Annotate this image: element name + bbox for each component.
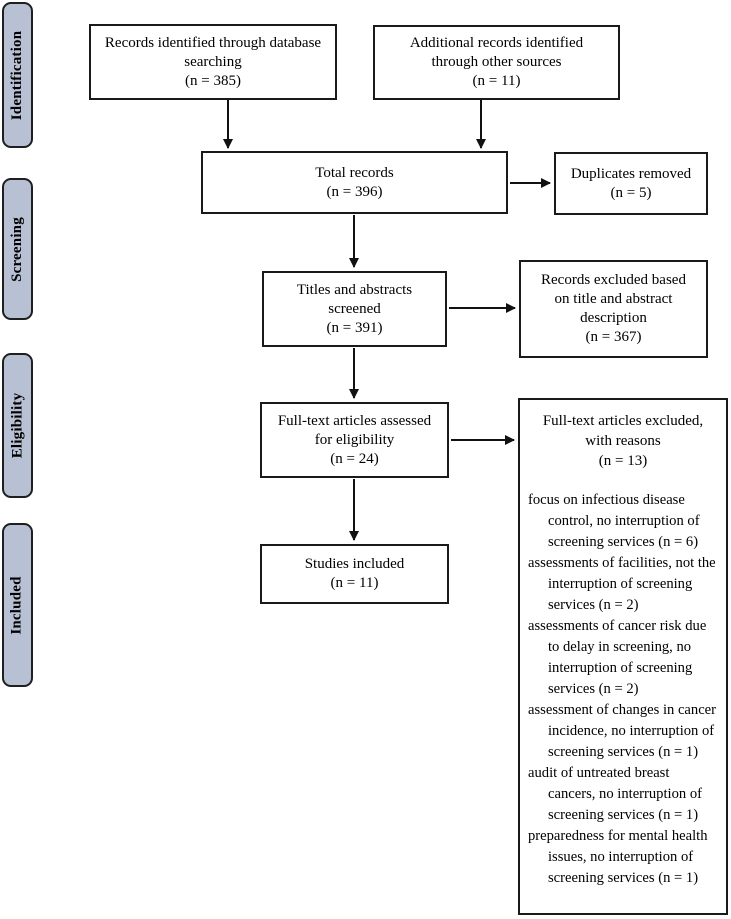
count-line: (n = 396)	[326, 183, 383, 200]
count-line: (n = 391)	[326, 319, 383, 336]
box-titles-abstracts-screened: Titles and abstracts screened (n = 391)	[262, 271, 447, 347]
box-duplicates-removed: Duplicates removed (n = 5)	[554, 152, 708, 215]
count-line: (n = 11)	[472, 73, 521, 89]
box-records-excluded-title-abstract: Records excluded based on title and abst…	[519, 260, 708, 358]
text-line: description	[580, 310, 647, 326]
text-line: on title and abstract	[554, 291, 673, 307]
stage-label: Identification	[9, 30, 25, 120]
text-line: Total records	[315, 164, 394, 181]
exclusion-reason: assessments of cancer risk due to delay …	[528, 618, 707, 697]
exclusion-reason: audit of untreated breast cancers, no in…	[528, 765, 702, 823]
exclusion-reason: assessment of changes in cancer incidenc…	[528, 702, 717, 760]
box-records-other-sources: Additional records identified through ot…	[373, 25, 620, 100]
stage-included: Included	[2, 523, 33, 687]
stage-screening: Screening	[2, 178, 33, 320]
stage-label: Included	[9, 575, 26, 635]
text-line: for eligibility	[314, 431, 395, 448]
box-fulltext-assessed: Full-text articles assessed for eligibil…	[260, 402, 449, 478]
text-line: Records identified through database	[104, 34, 322, 51]
text-line: searching	[184, 53, 242, 70]
text-line: Full-text articles excluded,	[542, 413, 704, 429]
count-line: (n = 13)	[598, 453, 648, 469]
box-total-records: Total records (n = 396)	[201, 151, 508, 214]
exclusion-reason-list: focus on infectious disease control, no …	[520, 471, 726, 889]
text-line: screened	[328, 300, 381, 317]
box-studies-included: Studies included (n = 11)	[260, 544, 449, 604]
box-records-database: Records identified through database sear…	[89, 24, 337, 100]
text-line: Full-text articles assessed	[277, 412, 432, 429]
exclusion-reason: preparedness for mental health issues, n…	[528, 828, 708, 886]
text-line: Additional records identified	[409, 35, 584, 51]
exclusion-reason: focus on infectious disease control, no …	[528, 492, 700, 550]
count-line: (n = 385)	[185, 72, 241, 89]
text-line: with reasons	[585, 433, 661, 449]
count-line: (n = 24)	[330, 450, 379, 467]
exclusion-reason: assessments of facilities, not the inter…	[528, 555, 716, 613]
text-line: Records excluded based	[541, 272, 686, 288]
stage-label: Screening	[9, 216, 26, 282]
excluded-header: Full-text articles excluded, with reason…	[520, 400, 726, 471]
count-line: (n = 367)	[585, 329, 642, 345]
stage-eligibility: Eligibility	[2, 353, 33, 498]
text-line: Titles and abstracts	[296, 281, 413, 298]
stage-identification: Identification	[2, 2, 33, 148]
count-line: (n = 5)	[610, 184, 652, 201]
count-line: (n = 11)	[330, 575, 379, 591]
text-line: Studies included	[304, 556, 405, 572]
text-line: Duplicates removed	[570, 165, 692, 182]
box-fulltext-excluded-reasons: Full-text articles excluded, with reason…	[518, 398, 728, 915]
text-line: through other sources	[431, 54, 562, 70]
stage-label: Eligibility	[9, 392, 25, 459]
